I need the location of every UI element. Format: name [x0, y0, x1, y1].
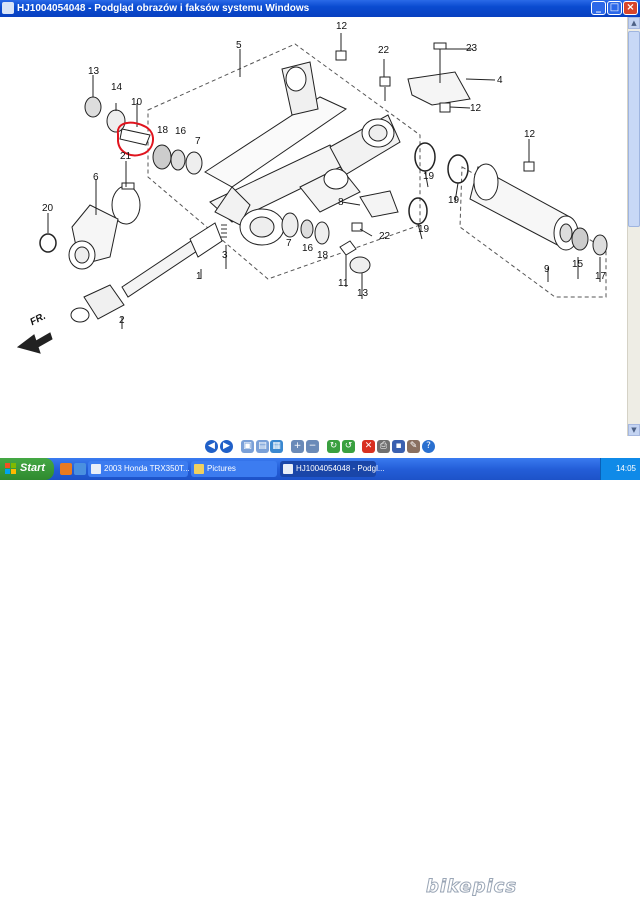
- part-label: 16: [175, 126, 187, 137]
- part-label: 23: [466, 43, 478, 54]
- part-label: 21: [120, 151, 132, 162]
- rotate-cw-icon[interactable]: ↻: [327, 440, 340, 453]
- slideshow-icon[interactable]: ▦: [270, 440, 283, 453]
- part-label: 7: [286, 238, 292, 249]
- best-fit-icon[interactable]: ▣: [241, 440, 254, 453]
- scroll-down-icon[interactable]: ▼: [628, 424, 640, 436]
- part-label: 19: [423, 171, 435, 182]
- viewer-toolbar: ◀ ▶ ▣ ▤ ▦ + − ↻ ↺ ✕ ⎙ ▪ ✎ ? bikepics: [0, 436, 640, 897]
- start-label: Start: [20, 462, 46, 474]
- bikepics-watermark: bikepics: [425, 876, 518, 897]
- delete-icon[interactable]: ✕: [362, 440, 375, 453]
- quick-launch-icon[interactable]: [74, 463, 86, 475]
- previous-icon[interactable]: ◀: [205, 440, 218, 453]
- taskbar: Start 2003 Honda TRX350T... Pictures HJ1…: [0, 458, 640, 480]
- window-title: HJ1004054048 - Podgląd obrazów i faksów …: [17, 3, 310, 14]
- part-label: 3: [222, 250, 228, 261]
- browser-icon: [91, 464, 101, 474]
- part-label: 19: [418, 224, 430, 235]
- part-label: 12: [524, 129, 536, 140]
- part-label: 18: [317, 250, 329, 261]
- image-viewer-icon: [283, 464, 293, 474]
- part-label: 7: [195, 136, 201, 147]
- part-label: 8: [338, 197, 344, 208]
- task-button[interactable]: Pictures: [191, 461, 277, 477]
- title-bar: HJ1004054048 - Podgląd obrazów i faksów …: [0, 0, 640, 17]
- part-label: 22: [379, 231, 391, 242]
- folder-icon: [194, 464, 204, 474]
- part-label: 12: [470, 103, 482, 114]
- part-label: 4: [497, 75, 503, 86]
- part-label: 2: [119, 315, 125, 326]
- highlight-circle: [116, 121, 154, 157]
- part-label: 12: [336, 21, 348, 32]
- save-icon[interactable]: ▪: [392, 440, 405, 453]
- task-button[interactable]: 2003 Honda TRX350T...: [88, 461, 190, 477]
- part-label: 6: [93, 172, 99, 183]
- image-viewer-app-icon[interactable]: [2, 2, 14, 14]
- system-tray: 14:05: [600, 458, 640, 480]
- task-button-active[interactable]: HJ1004054048 - Podgl...: [280, 461, 385, 477]
- scroll-thumb[interactable]: [628, 31, 640, 227]
- windows-logo-icon: [5, 463, 16, 474]
- help-icon[interactable]: ?: [422, 440, 435, 453]
- edit-icon[interactable]: ✎: [407, 440, 420, 453]
- part-label: 13: [357, 288, 369, 299]
- part-label: 22: [378, 45, 390, 56]
- minimize-button[interactable]: _: [591, 1, 606, 15]
- part-label: 11: [338, 278, 349, 289]
- part-label: 9: [544, 264, 550, 275]
- part-label: 17: [595, 271, 607, 282]
- part-label: 16: [302, 243, 314, 254]
- zoom-out-icon[interactable]: −: [306, 440, 319, 453]
- part-label: 13: [88, 66, 100, 77]
- part-label: 14: [111, 82, 123, 93]
- parts-diagram: [16, 33, 608, 354]
- maximize-button[interactable]: □: [607, 1, 622, 15]
- part-label: 10: [131, 97, 143, 108]
- part-label: 1: [196, 271, 202, 282]
- image-canvas[interactable]: 1 2 3 4 5 6 7 7 8 9 10 11 12 12 12 13 13…: [0, 17, 627, 436]
- part-label: 19: [448, 195, 460, 206]
- close-button[interactable]: ×: [623, 1, 638, 15]
- vertical-scrollbar[interactable]: ▲ ▼: [627, 17, 640, 436]
- zoom-in-icon[interactable]: +: [291, 440, 304, 453]
- part-label: 15: [572, 259, 584, 270]
- firefox-icon[interactable]: [60, 463, 72, 475]
- clock[interactable]: 14:05: [615, 464, 636, 473]
- rotate-ccw-icon[interactable]: ↺: [342, 440, 355, 453]
- actual-size-icon[interactable]: ▤: [256, 440, 269, 453]
- print-icon[interactable]: ⎙: [377, 440, 390, 453]
- part-label: 5: [236, 40, 242, 51]
- part-label: 18: [157, 125, 169, 136]
- part-label: 20: [42, 203, 54, 214]
- start-button[interactable]: Start: [0, 458, 54, 480]
- next-icon[interactable]: ▶: [220, 440, 233, 453]
- scroll-up-icon[interactable]: ▲: [628, 17, 640, 29]
